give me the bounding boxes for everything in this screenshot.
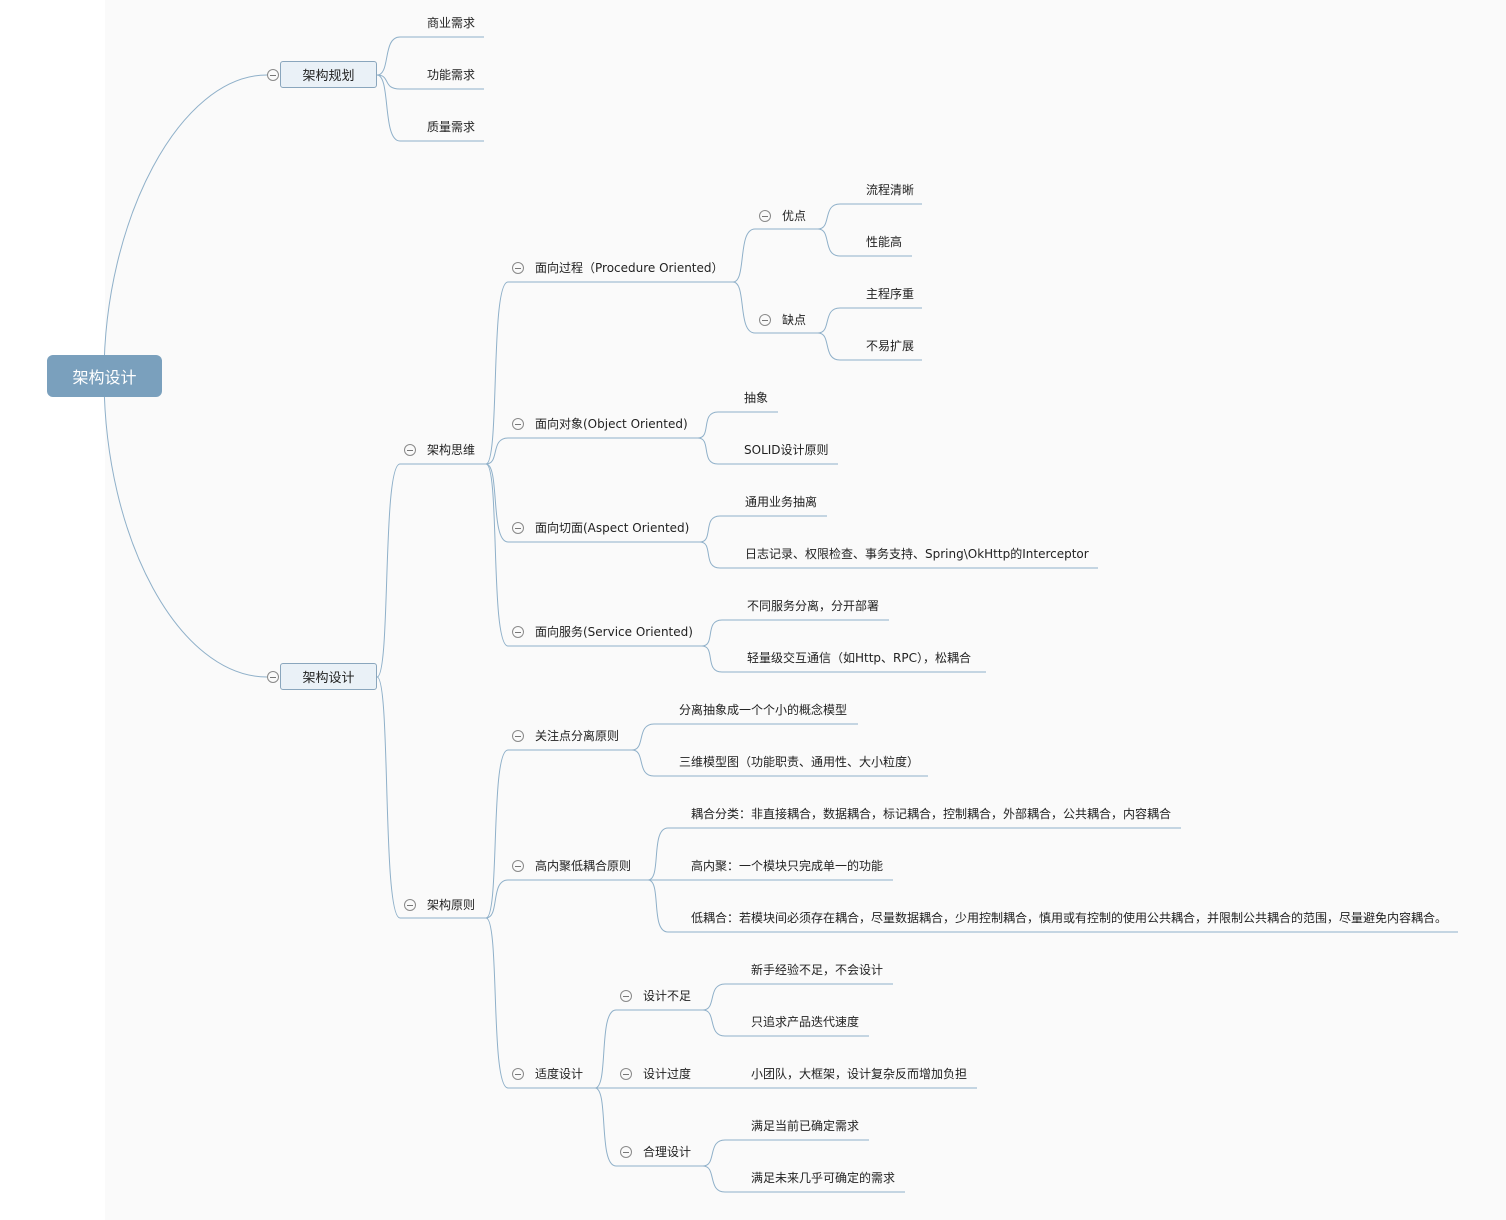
- leaf-function-req[interactable]: 功能需求: [427, 68, 476, 82]
- connector-line: [485, 281, 733, 465]
- leaf-solid[interactable]: SOLID设计原则: [744, 443, 829, 457]
- connector-line: [631, 723, 858, 751]
- connector-line: [485, 917, 595, 1089]
- node-excessive[interactable]: 设计过度: [643, 1067, 692, 1081]
- node-cons[interactable]: 缺点: [782, 313, 807, 327]
- collapse-toggle-icon[interactable]: [512, 418, 524, 430]
- leaf-future-req[interactable]: 满足未来几乎可确定的需求: [751, 1171, 896, 1185]
- connector-line: [485, 463, 700, 543]
- leaf-3d-model[interactable]: 三维模型图（功能职责、通用性、大小粒度）: [679, 755, 920, 769]
- leaf-high-cohesion[interactable]: 高内聚：一个模块只完成单一的功能: [691, 859, 884, 873]
- node-reasonable[interactable]: 合理设计: [643, 1145, 692, 1159]
- leaf-current-req[interactable]: 满足当前已确定需求: [751, 1119, 860, 1133]
- connector-line: [702, 1009, 869, 1037]
- leaf-iteration-speed[interactable]: 只追求产品迭代速度: [751, 1015, 860, 1029]
- collapse-toggle-icon[interactable]: [759, 314, 771, 326]
- connector-line: [485, 463, 702, 647]
- connector-line: [732, 228, 818, 283]
- leaf-low-coupling[interactable]: 低耦合：若模块间必须存在耦合，尽量数据耦合，少用控制耦合，慎用或有控制的使用公共…: [691, 911, 1448, 925]
- connector-line: [485, 437, 698, 465]
- collapse-toggle-icon[interactable]: [404, 444, 416, 456]
- connector-line: [485, 749, 632, 919]
- leaf-concept-model[interactable]: 分离抽象成一个个小的概念模型: [679, 703, 848, 717]
- collapse-toggle-icon[interactable]: [512, 262, 524, 274]
- collapse-toggle-icon[interactable]: [267, 671, 279, 683]
- leaf-heavy-main[interactable]: 主程序重: [866, 287, 915, 301]
- connector-line: [817, 203, 922, 230]
- connector-line: [647, 879, 1458, 933]
- connector-line: [631, 749, 928, 777]
- leaf-novice[interactable]: 新手经验不足，不会设计: [751, 963, 884, 977]
- connector-line: [594, 1009, 703, 1089]
- node-pros[interactable]: 优点: [782, 209, 807, 223]
- leaf-separate-deploy[interactable]: 不同服务分离，分开部署: [747, 599, 880, 613]
- leaf-small-team[interactable]: 小团队，大框架，设计复杂反而增加负担: [751, 1067, 968, 1081]
- leaf-abstraction[interactable]: 抽象: [744, 391, 769, 405]
- collapse-toggle-icon[interactable]: [512, 730, 524, 742]
- collapse-toggle-icon[interactable]: [512, 626, 524, 638]
- collapse-toggle-icon[interactable]: [620, 1068, 632, 1080]
- node-service[interactable]: 面向服务(Service Oriented): [535, 625, 693, 639]
- connector-line: [702, 983, 893, 1011]
- node-separation[interactable]: 关注点分离原则: [535, 729, 620, 743]
- connector-line: [817, 228, 912, 257]
- connector-line: [376, 463, 488, 678]
- connector-line: [376, 74, 484, 90]
- node-design[interactable]: 架构设计: [280, 663, 377, 690]
- connector-line: [376, 74, 484, 142]
- connector-line: [699, 515, 827, 543]
- node-object[interactable]: 面向对象(Object Oriented): [535, 417, 688, 431]
- leaf-common-biz[interactable]: 通用业务抽离: [745, 495, 818, 509]
- node-cohesion[interactable]: 高内聚低耦合原则: [535, 859, 632, 873]
- connector-line: [647, 827, 1181, 881]
- collapse-toggle-icon[interactable]: [267, 69, 279, 81]
- connector-line: [702, 1165, 905, 1193]
- leaf-high-perf[interactable]: 性能高: [866, 235, 903, 249]
- node-principles[interactable]: 架构原则: [427, 898, 476, 912]
- node-procedure[interactable]: 面向过程（Procedure Oriented）: [535, 261, 724, 275]
- connector-line: [732, 281, 818, 334]
- collapse-toggle-icon[interactable]: [512, 860, 524, 872]
- canvas-edge: [0, 0, 105, 1220]
- connector-line: [699, 541, 1098, 569]
- connector-line: [103, 74, 268, 377]
- connector-line: [817, 307, 922, 334]
- connector-line: [697, 411, 778, 439]
- collapse-toggle-icon[interactable]: [512, 522, 524, 534]
- node-thinking[interactable]: 架构思维: [427, 443, 476, 457]
- collapse-toggle-icon[interactable]: [512, 1068, 524, 1080]
- node-planning[interactable]: 架构规划: [280, 61, 377, 88]
- leaf-clear-flow[interactable]: 流程清晰: [866, 183, 915, 197]
- connector-line: [376, 676, 488, 919]
- leaf-interceptor[interactable]: 日志记录、权限检查、事务支持、Spring\OkHttp的Interceptor: [745, 547, 1089, 561]
- leaf-coupling-types[interactable]: 耦合分类：非直接耦合，数据耦合，标记耦合，控制耦合，外部耦合，公共耦合，内容耦合: [691, 807, 1172, 821]
- connector-line: [697, 437, 838, 465]
- root-node[interactable]: 架构设计: [47, 355, 162, 397]
- node-insufficient[interactable]: 设计不足: [643, 989, 692, 1003]
- leaf-lightweight-rpc[interactable]: 轻量级交互通信（如Http、RPC），松耦合: [747, 651, 972, 665]
- leaf-quality-req[interactable]: 质量需求: [427, 120, 476, 134]
- connector-line: [376, 36, 484, 76]
- connector-line: [701, 619, 889, 647]
- connector-line: [817, 332, 922, 361]
- collapse-toggle-icon[interactable]: [404, 899, 416, 911]
- connector-line: [701, 645, 986, 673]
- collapse-toggle-icon[interactable]: [620, 990, 632, 1002]
- connector-line: [485, 879, 648, 919]
- leaf-hard-extend[interactable]: 不易扩展: [866, 339, 915, 353]
- connector-line: [103, 375, 268, 678]
- node-moderate[interactable]: 适度设计: [535, 1067, 584, 1081]
- collapse-toggle-icon[interactable]: [620, 1146, 632, 1158]
- collapse-toggle-icon[interactable]: [759, 210, 771, 222]
- connector-line: [702, 1139, 869, 1167]
- node-aspect[interactable]: 面向切面(Aspect Oriented): [535, 521, 690, 535]
- connector-line: [594, 1087, 703, 1167]
- leaf-business-req[interactable]: 商业需求: [427, 16, 476, 30]
